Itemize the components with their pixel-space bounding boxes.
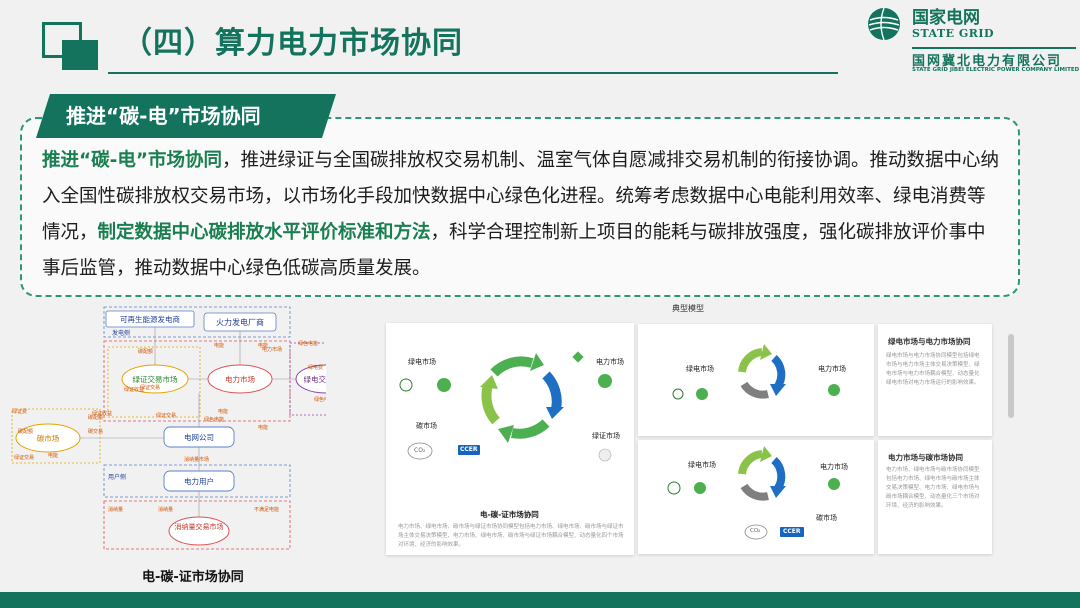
card-a-power-label: 电力市场 <box>818 365 846 373</box>
card-b-graphic <box>667 446 840 540</box>
card-carbon-panel: 绿电市场 电力市场 碳市场 CCER CO₂ <box>638 440 874 554</box>
main-model-panel: 绿电市场 电力市场 协同 碳市场 绿证市场 CCER CO₂ 电-碳-证市场协同… <box>386 323 634 555</box>
logo-en-text: STATE GRID <box>912 27 995 40</box>
info-card-a: 绿电市场与电力市场协同 绿电市场与电力市场协同模型包括绿电市场与电力市场主体交易… <box>878 324 992 436</box>
main-co2-label: CO₂ <box>414 447 426 454</box>
diagram-flow-label: 电力市场 <box>262 346 282 353</box>
card-b-co2-label: CO₂ <box>750 528 761 534</box>
diagram-flow-label: 绿电费 <box>308 364 323 371</box>
info-b-desc: 电力市场、绿电市场与碳市场协同模型包括电力市场、绿电市场与碳市场主体交易决策模型… <box>886 467 980 509</box>
diagram-flow-label: 电能 <box>218 408 228 415</box>
header-deco-block <box>62 40 98 70</box>
diagram-flow-label: 绿证交易 <box>14 454 34 461</box>
diagram-flow-label: 绿证交易 <box>156 412 176 419</box>
body-paragraph: 推进“碳-电”市场协同，推进绿证与全国碳排放权交易机制、温室气体自愿减排交易机制… <box>42 143 1002 287</box>
market-flow-diagram: 可再生能源发电商 火力发电厂商 发电侧 绿证交易市场 电力市场 绿电交易市场 碳… <box>11 306 327 550</box>
diagram-flow-labels: 绿证费绿证交易绿证收益电能电能电力市场绿色电能绿电费绿色电能绿证交易绿证收益碳配… <box>12 340 326 513</box>
highlight-text-1: 推进“碳-电”市场协同 <box>42 150 222 171</box>
state-grid-logo-icon <box>868 7 900 41</box>
company-cn-text: 国网冀北电力有限公司 <box>912 54 1063 69</box>
info-b-title: 电力市场与碳市场协同 <box>888 453 963 462</box>
card-b-green-power-label: 绿电市场 <box>688 461 716 469</box>
diagram-flow-label: 消纳量市场 <box>184 456 209 463</box>
diagram-flow-label: 碳配额 <box>138 348 153 355</box>
logo-cn-text: 国家电网 <box>912 8 980 28</box>
card-green-power-panel: 绿电市场 电力市场 协同 <box>638 324 874 436</box>
power-market-node: 电力市场 <box>225 374 255 384</box>
main-caption: 电-碳-证市场协同 <box>480 510 539 519</box>
main-cycle-graphic <box>399 351 612 462</box>
main-ccer-badge: CCER <box>460 446 478 453</box>
diagram-flow-label: 消纳量 <box>108 506 123 513</box>
content-box <box>20 117 1020 297</box>
company-en-text: STATE GRID JIBEI ELECTRIC POWER COMPANY … <box>912 67 1080 73</box>
green-power-market-node: 绿电交易市场 <box>304 374 327 384</box>
footer-bar <box>0 592 1080 608</box>
paragraph-text-1: ，推进绿证与全国碳排放权交易机制、温室气体自愿减排交易机制的衔接协调。推动数据中… <box>42 150 1000 243</box>
card-b-power-label: 电力市场 <box>820 463 848 471</box>
diagram-flow-label: 绿色电能 <box>204 416 224 423</box>
highlight-text-2: 制定数据中心碳排放水平评价标准和方法 <box>97 222 431 243</box>
green-cert-market-node: 绿证交易市场 <box>133 374 178 384</box>
diagram-flow-label: 碳配额 <box>88 414 103 421</box>
consumption-market-node: 消纳量交易市场 <box>175 522 224 531</box>
diagram-flow-label: 绿证收益 <box>124 386 144 393</box>
diagram-flow-label: 电能 <box>214 342 224 349</box>
diagram-flow-label: 绿色电能 <box>314 396 326 403</box>
carbon-market-node: 碳市场 <box>37 433 60 443</box>
info-a-desc: 绿电市场与电力市场协同模型包括绿电市场与电力市场主体交易决策模型、绿电市场与电力… <box>886 353 980 386</box>
typical-model-title: 典型模型 <box>672 304 704 313</box>
main-green-power-label: 绿电市场 <box>408 358 436 366</box>
diagram-flow-label: 电能 <box>258 424 268 431</box>
left-diagram-caption: 电-碳-证市场协同 <box>142 570 244 585</box>
main-desc: 电力市场、绿电市场、碳市场与绿证市场协同模型包括电力市场、绿电市场、碳市场与绿证… <box>398 524 624 548</box>
card-a-green-power-label: 绿电市场 <box>686 365 714 373</box>
card-b-ccer-badge: CCER <box>783 528 801 535</box>
main-carbon-label: 碳市场 <box>416 422 437 430</box>
panel-scrollbar[interactable] <box>1008 334 1014 418</box>
thermal-node: 火力发电厂商 <box>216 317 264 327</box>
user-side-label: 用户侧 <box>108 473 126 481</box>
main-power-label: 电力市场 <box>596 358 624 366</box>
main-center-label: 协同 <box>514 392 528 400</box>
diagram-flow-label: 绿证收益 <box>92 410 112 417</box>
card-a-center-label: 协同 <box>754 368 768 376</box>
user-node: 电力用户 <box>184 476 214 486</box>
section-banner <box>36 94 336 138</box>
supply-side-label: 发电侧 <box>112 329 130 337</box>
title-underline <box>108 72 838 74</box>
renewable-node: 可再生能源发电商 <box>120 314 180 324</box>
main-green-cert-label: 绿证市场 <box>592 432 620 440</box>
info-a-title: 绿电市场与电力市场协同 <box>888 337 971 346</box>
info-card-b: 电力市场与碳市场协同 电力市场、绿电市场与碳市场协同模型包括电力市场、绿电市场与… <box>878 440 992 554</box>
diagram-flow-label: 电能 <box>48 452 58 459</box>
section-banner-text: 推进“碳-电”市场协同 <box>66 104 261 128</box>
grid-node: 电网公司 <box>184 432 214 442</box>
diagram-flow-label: 绿证交易 <box>140 384 160 391</box>
page-title: （四）算力电力市场协同 <box>122 26 463 61</box>
diagram-flow-label: 绿证费 <box>12 408 27 415</box>
diagram-flow-label: 消纳量 <box>158 506 173 513</box>
card-b-carbon-label: 碳市场 <box>816 514 837 522</box>
diagram-flow-label: 碳交易 <box>88 428 103 435</box>
diagram-flow-label: 碳配额 <box>18 428 33 435</box>
card-a-graphic <box>672 344 840 400</box>
diagram-flow-label: 电能 <box>258 342 268 349</box>
logo-rule <box>912 47 1076 49</box>
paragraph-text-2: ，科学合理控制新上项目的能耗与碳排放强度，强化碳排放评价事中事后监管，推动数据中… <box>42 222 986 279</box>
diagram-flow-label: 不满足电能 <box>254 506 279 513</box>
diagram-flow-label: 绿色电能 <box>298 340 318 347</box>
